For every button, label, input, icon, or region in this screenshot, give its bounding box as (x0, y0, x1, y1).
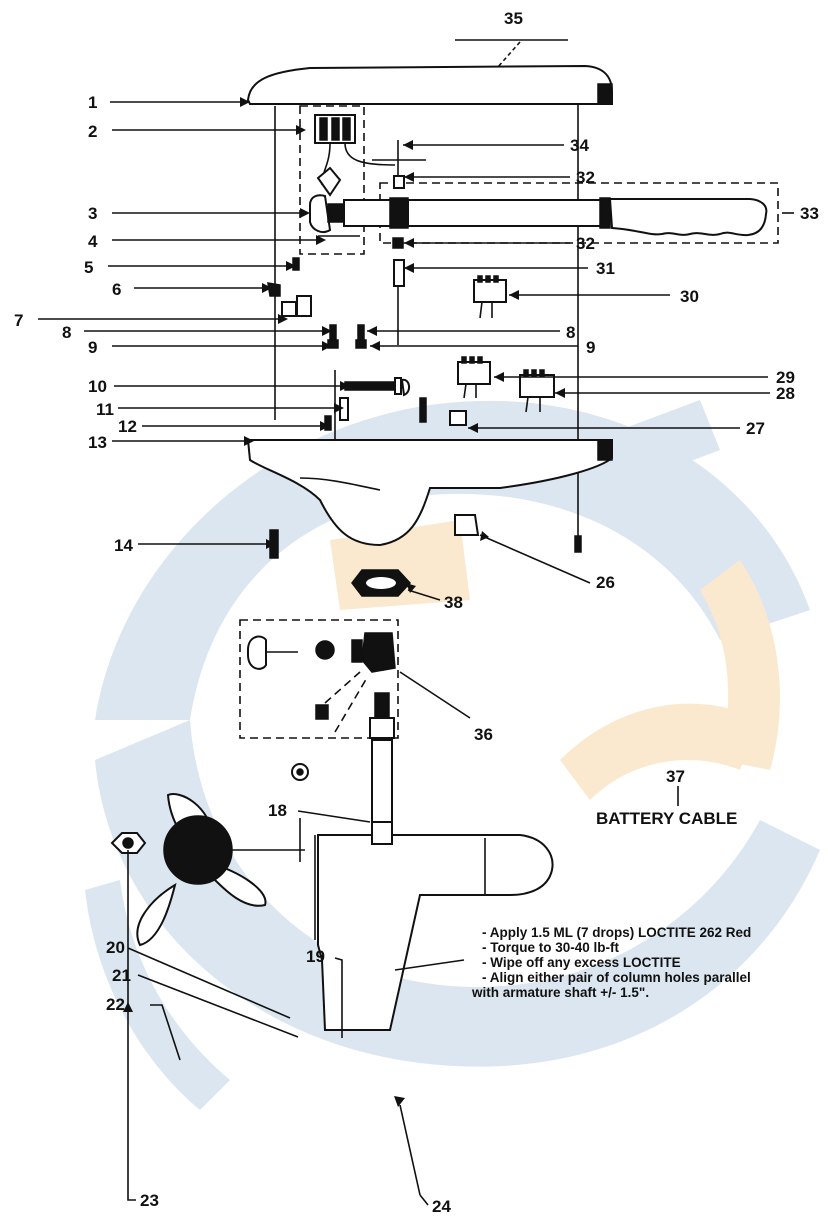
callout-23: 23 (140, 1191, 159, 1210)
switches (449, 275, 555, 426)
callout-1: 1 (88, 93, 97, 112)
callout-36: 36 (474, 725, 493, 744)
note-line-2: - Torque to 30-40 lb-ft (482, 940, 620, 955)
control-housing (246, 439, 613, 547)
callout-24: 24 (432, 1197, 451, 1216)
callout-13: 13 (88, 433, 107, 452)
top-cover (246, 39, 613, 105)
callout-34: 34 (570, 136, 589, 155)
callout-21: 21 (112, 966, 131, 985)
callout-18: 18 (268, 801, 287, 820)
note-line-3: - Wipe off any excess LOCTITE (482, 955, 681, 970)
callout-32-top: 32 (576, 168, 595, 187)
callout-10: 10 (88, 377, 107, 396)
note-line-4: - Align either pair of column holes para… (482, 970, 751, 985)
leader-lines (38, 101, 794, 1206)
callout-labels: 1 2 3 4 5 6 7 8 9 10 11 12 13 14 18 19 2… (14, 9, 819, 1216)
callout-31: 31 (596, 259, 615, 278)
loctite-notes: - Apply 1.5 ML (7 drops) LOCTITE 262 Red… (471, 925, 751, 1000)
callout-29: 29 (776, 368, 795, 387)
lock-assembly-box (239, 619, 399, 739)
callout-8-right: 8 (566, 323, 575, 342)
callout-7: 7 (14, 311, 23, 330)
callout-26: 26 (596, 573, 615, 592)
callout-38: 38 (444, 593, 463, 612)
note-line-1: - Apply 1.5 ML (7 drops) LOCTITE 262 Red (482, 925, 751, 940)
callout-9-left: 9 (88, 338, 97, 357)
watermark-emblem (85, 400, 820, 1110)
tiller-handle (309, 194, 768, 237)
callout-9-right: 9 (586, 338, 595, 357)
callout-5: 5 (84, 258, 93, 277)
callout-33: 33 (800, 204, 819, 223)
callout-30: 30 (680, 287, 699, 306)
callout-28: 28 (776, 384, 795, 403)
note-line-5: with armature shaft +/- 1.5". (471, 985, 649, 1000)
switch-assembly-box (299, 105, 365, 255)
callout-35: 35 (504, 9, 523, 28)
arrowheads (123, 97, 565, 1107)
callout-27: 27 (746, 419, 765, 438)
lower-unit (299, 818, 554, 1031)
callout-37: 37 (666, 767, 685, 786)
callout-32-bottom: 32 (576, 234, 595, 253)
callout-3: 3 (88, 204, 97, 223)
callout-2: 2 (88, 122, 97, 141)
callout-22: 22 (106, 995, 125, 1014)
callout-11: 11 (96, 400, 114, 419)
propeller (110, 763, 309, 947)
callout-14: 14 (114, 536, 133, 555)
callout-4: 4 (88, 232, 98, 251)
callout-6: 6 (112, 280, 121, 299)
callout-19: 19 (306, 947, 325, 966)
battery-cable-caption: BATTERY CABLE (596, 809, 737, 828)
callout-8-left: 8 (62, 323, 71, 342)
callout-20: 20 (106, 938, 125, 957)
column-lock (247, 632, 396, 733)
callout-12: 12 (118, 417, 137, 436)
speed-switch (314, 114, 396, 197)
